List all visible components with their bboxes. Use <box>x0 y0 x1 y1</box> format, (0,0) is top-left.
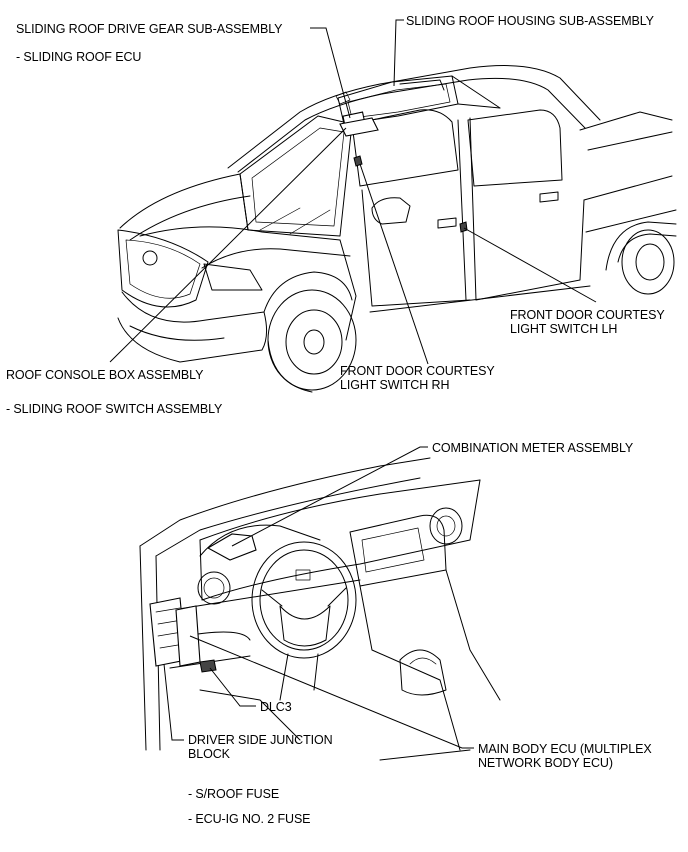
label-main-body-ecu-line1: MAIN BODY ECU (MULTIPLEX <box>478 742 652 756</box>
label-driver-side-junction-line2: BLOCK <box>188 747 230 761</box>
label-sliding-roof-drive-gear: SLIDING ROOF DRIVE GEAR SUB-ASSEMBLY <box>16 22 283 36</box>
label-front-door-courtesy-rh-line1: FRONT DOOR COURTESY <box>340 364 495 378</box>
label-s-roof-fuse: - S/ROOF FUSE <box>188 787 280 801</box>
label-sliding-roof-ecu: - SLIDING ROOF ECU <box>16 50 142 64</box>
dashboard-illustration <box>139 457 501 761</box>
label-roof-console-box: ROOF CONSOLE BOX ASSEMBLY <box>6 368 204 382</box>
label-sliding-roof-switch: - SLIDING ROOF SWITCH ASSEMBLY <box>6 402 223 416</box>
leader-lines <box>109 19 597 749</box>
label-combination-meter: COMBINATION METER ASSEMBLY <box>432 441 634 455</box>
label-front-door-courtesy-lh-line2: LIGHT SWITCH LH <box>510 322 618 336</box>
label-sliding-roof-housing: SLIDING ROOF HOUSING SUB-ASSEMBLY <box>406 14 654 28</box>
label-front-door-courtesy-lh-line1: FRONT DOOR COURTESY <box>510 308 665 322</box>
label-front-door-courtesy-rh-line2: LIGHT SWITCH RH <box>340 378 450 392</box>
label-dlc3: DLC3 <box>260 700 292 714</box>
truck-illustration <box>117 65 677 393</box>
label-main-body-ecu-line2: NETWORK BODY ECU) <box>478 756 613 770</box>
label-ecu-ig-no2-fuse: - ECU-IG NO. 2 FUSE <box>188 812 311 826</box>
label-driver-side-junction-line1: DRIVER SIDE JUNCTION <box>188 733 333 747</box>
